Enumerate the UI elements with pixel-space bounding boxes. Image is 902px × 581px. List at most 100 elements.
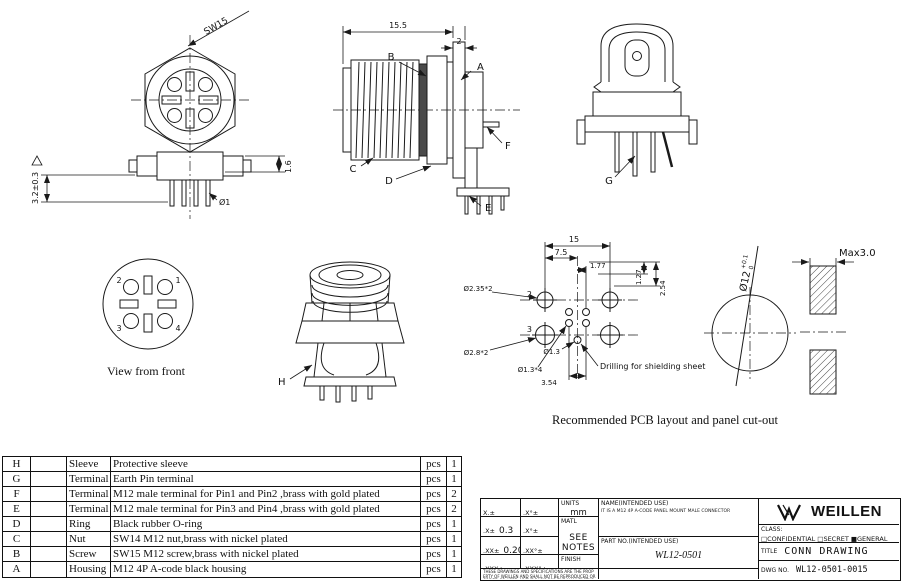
item-qty: 1 xyxy=(451,518,457,530)
o-ring xyxy=(418,63,428,157)
table-row: A Housing M12 4P A-code black housing pc… xyxy=(3,562,461,577)
title-cell: TITLE CONN DRAWING xyxy=(759,543,899,561)
legal-text: THESE DRAWINGS AND SPECIFICATIONS ARE TH… xyxy=(483,569,596,579)
item-desc: Protective sleeve xyxy=(111,457,421,471)
pcb-dimensions: 15 7.5 1.77 1.27 2.54 2 3 Ø2.35*2 Ø2.8*2… xyxy=(463,235,705,387)
class-options: □CONFIDENTIAL □SECRET ■GENERAL xyxy=(761,535,888,543)
isometric-view-drawing: H xyxy=(278,261,405,403)
rear-view-geometry xyxy=(576,23,698,177)
item-id: A xyxy=(3,562,31,577)
item-name: Sleeve xyxy=(67,457,111,471)
item-unit: pcs xyxy=(421,502,447,516)
table-row: H Sleeve Protective sleeve pcs 1 xyxy=(3,457,461,472)
item-name: Terminal xyxy=(67,502,111,516)
item-qty: 1 xyxy=(451,533,457,545)
hole-1-3 xyxy=(582,308,590,316)
callout-a: A xyxy=(477,62,484,73)
hole-1-3 xyxy=(582,319,590,327)
part-no-value: WL12-0501 xyxy=(654,550,703,561)
material-label: MATL xyxy=(561,518,577,525)
label-hole-2-35: Ø2.35*2 xyxy=(463,285,492,293)
finish-cell: FINISH xyxy=(559,555,599,569)
dim-15: 15 xyxy=(569,235,579,244)
pin-view-caption: View from front xyxy=(107,364,186,378)
contact-pin xyxy=(167,108,182,123)
item-spare xyxy=(31,502,67,516)
front-view-drawing: SW15 1.6 3.2±0.3 Ø1 xyxy=(31,10,293,219)
callout-e: E xyxy=(485,203,491,214)
material-value: SEE NOTES xyxy=(561,533,596,553)
tol-3dp: .XXX± xyxy=(483,565,504,569)
item-desc: M12 4P A-code black housing xyxy=(111,562,421,577)
finish-label: FINISH xyxy=(561,556,581,563)
item-desc: SW15 M12 screw,brass with nickel plated xyxy=(111,547,421,561)
shield-drill-hole xyxy=(573,336,582,344)
item-name: Terminal xyxy=(67,487,111,501)
item-spare xyxy=(31,532,67,546)
units-cell: UNITS mm xyxy=(559,499,599,517)
item-qty: 1 xyxy=(451,563,457,575)
item-qty: 1 xyxy=(451,458,457,470)
tolerance-cell: .XX±0.20 xyxy=(481,537,521,555)
callout-h: H xyxy=(278,377,286,388)
earth-pin xyxy=(661,131,674,168)
part-no-cell: PART NO.(INTENDED USE) WL12-0501 xyxy=(599,537,759,569)
brand-cell: WEILLEN xyxy=(759,499,899,525)
pin-face-geometry xyxy=(102,258,194,350)
dim-3-2: 3.2±0.3 xyxy=(31,172,40,204)
hole-1-3 xyxy=(565,319,573,327)
tolerance-cell: .X°± xyxy=(521,499,559,517)
item-unit: pcs xyxy=(421,517,447,531)
table-row: B Screw SW15 M12 screw,brass with nickel… xyxy=(3,547,461,562)
tol-x: X.± xyxy=(483,509,495,517)
tolerance-cell: .X°± xyxy=(521,517,559,537)
item-unit: pcs xyxy=(421,547,447,561)
dim-1-27: 1.27 xyxy=(635,269,643,285)
contact-pin xyxy=(198,77,213,92)
dim-7-5: 7.5 xyxy=(555,248,568,257)
name-label: NAME(INTENDED USE) xyxy=(601,500,669,507)
callout-d: D xyxy=(385,176,393,187)
datum-triangle-icon xyxy=(31,155,43,166)
tol-1dp-deg: .X°± xyxy=(523,527,539,535)
pcb-layout-drawing: 15 7.5 1.77 1.27 2.54 2 3 Ø2.35*2 Ø2.8*2… xyxy=(463,235,705,387)
hole-1-3 xyxy=(565,308,573,316)
dim-dia1: Ø1 xyxy=(219,197,230,207)
tol-1dp: .X± xyxy=(483,527,495,535)
tolerance-cell: .XXX°± xyxy=(521,555,559,569)
item-id: C xyxy=(3,532,31,546)
item-unit: pcs xyxy=(421,457,447,471)
label-hole-2-8: Ø2.8*2 xyxy=(464,349,489,357)
table-row: C Nut SW14 M12 nut,brass with nickel pla… xyxy=(3,532,461,547)
side-view-dimensions: 15.5 2 B A F C D E xyxy=(342,21,511,214)
dwg-no-cell: DWG NO. WL12-0501-0015 xyxy=(759,561,899,579)
part-no-label: PART NO.(INTENDED USE) xyxy=(601,538,679,545)
brand-name: WEILLEN xyxy=(811,503,882,520)
tolerance-cell: .XXX± xyxy=(481,555,521,569)
earth-clip xyxy=(624,39,650,77)
dim-2: 2 xyxy=(456,37,461,46)
item-qty: 2 xyxy=(451,503,457,515)
name-note: IT IS A M12 4P A-CODE PANEL MOUNT MALE C… xyxy=(601,509,731,514)
item-desc: SW14 M12 nut,brass with nickel plated xyxy=(111,532,421,546)
contact-pin xyxy=(198,108,213,123)
dwg-no-label: DWG NO. xyxy=(761,566,789,574)
dim-dia12: Ø12 xyxy=(737,270,753,293)
item-id: G xyxy=(3,472,31,486)
contact-pin xyxy=(167,77,182,92)
pin-face-view-drawing: 2 1 3 4 View from front xyxy=(102,258,194,378)
panel-section-hatch xyxy=(809,265,837,315)
class-cell: CLASS: □CONFIDENTIAL □SECRET ■GENERAL xyxy=(759,525,899,543)
label-hole-1-3: Ø1.3 xyxy=(543,348,560,356)
item-unit: pcs xyxy=(421,472,447,486)
item-name: Screw xyxy=(67,547,111,561)
shield-note: Drilling for shielding sheet xyxy=(600,362,705,371)
pin-label-2: 2 xyxy=(116,276,121,285)
isometric-dimensions: H xyxy=(278,364,313,388)
material-cell: MATL SEE NOTES xyxy=(559,517,599,555)
item-id: H xyxy=(3,457,31,471)
item-qty: 2 xyxy=(451,488,457,500)
table-row: E Terminal M12 male terminal for Pin3 an… xyxy=(3,502,461,517)
callout-g: G xyxy=(605,176,613,187)
title-block: X.± .X°± .X±0.3 .X°± .XX±0.20 .XX°± .XXX… xyxy=(480,498,901,581)
